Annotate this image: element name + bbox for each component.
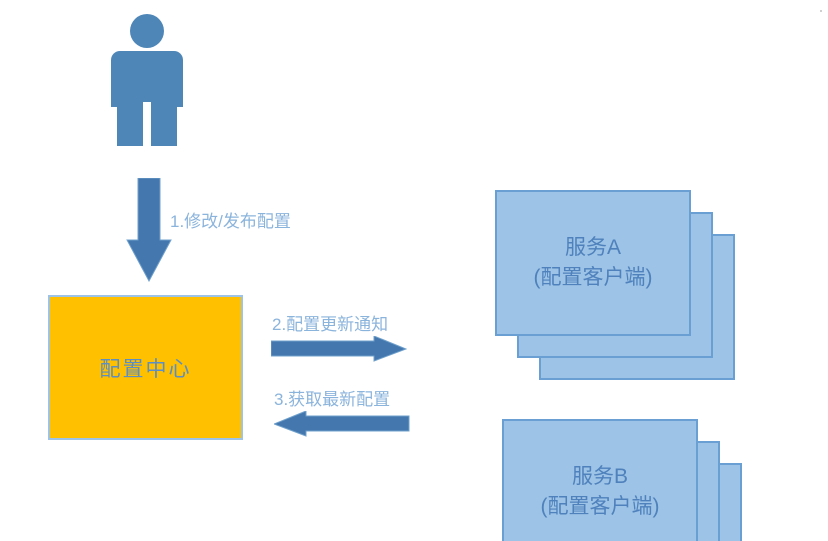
person-icon (108, 14, 186, 146)
person-head-icon (130, 14, 164, 48)
stray-mark (820, 10, 822, 12)
config-center-box[interactable]: 配置中心 (48, 295, 243, 440)
step-3-label: 3.获取最新配置 (274, 390, 391, 409)
service-b-name: 服务B (571, 464, 628, 488)
service-a-name: 服务A (564, 235, 621, 259)
service-b-stack[interactable]: 服务B (配置客户端) (502, 419, 747, 541)
arrow-left-icon (274, 411, 410, 437)
service-a-stack[interactable]: 服务A (配置客户端) (495, 190, 740, 386)
arrow-right-icon (271, 336, 407, 362)
step-1-label: 1.修改/发布配置 (170, 212, 291, 231)
arrow-down-icon (126, 178, 172, 282)
person-leg-gap (143, 102, 151, 146)
service-b-subtitle: (配置客户端) (540, 495, 660, 518)
service-a-subtitle: (配置客户端) (533, 266, 653, 289)
service-a-layer-1[interactable]: 服务A (配置客户端) (495, 190, 691, 336)
step-2-label: 2.配置更新通知 (272, 315, 389, 334)
service-b-layer-1[interactable]: 服务B (配置客户端) (502, 419, 698, 541)
person-right-leg-icon (151, 102, 177, 146)
person-left-leg-icon (117, 102, 143, 146)
config-center-label: 配置中心 (99, 357, 192, 381)
person-body-icon (111, 51, 183, 107)
